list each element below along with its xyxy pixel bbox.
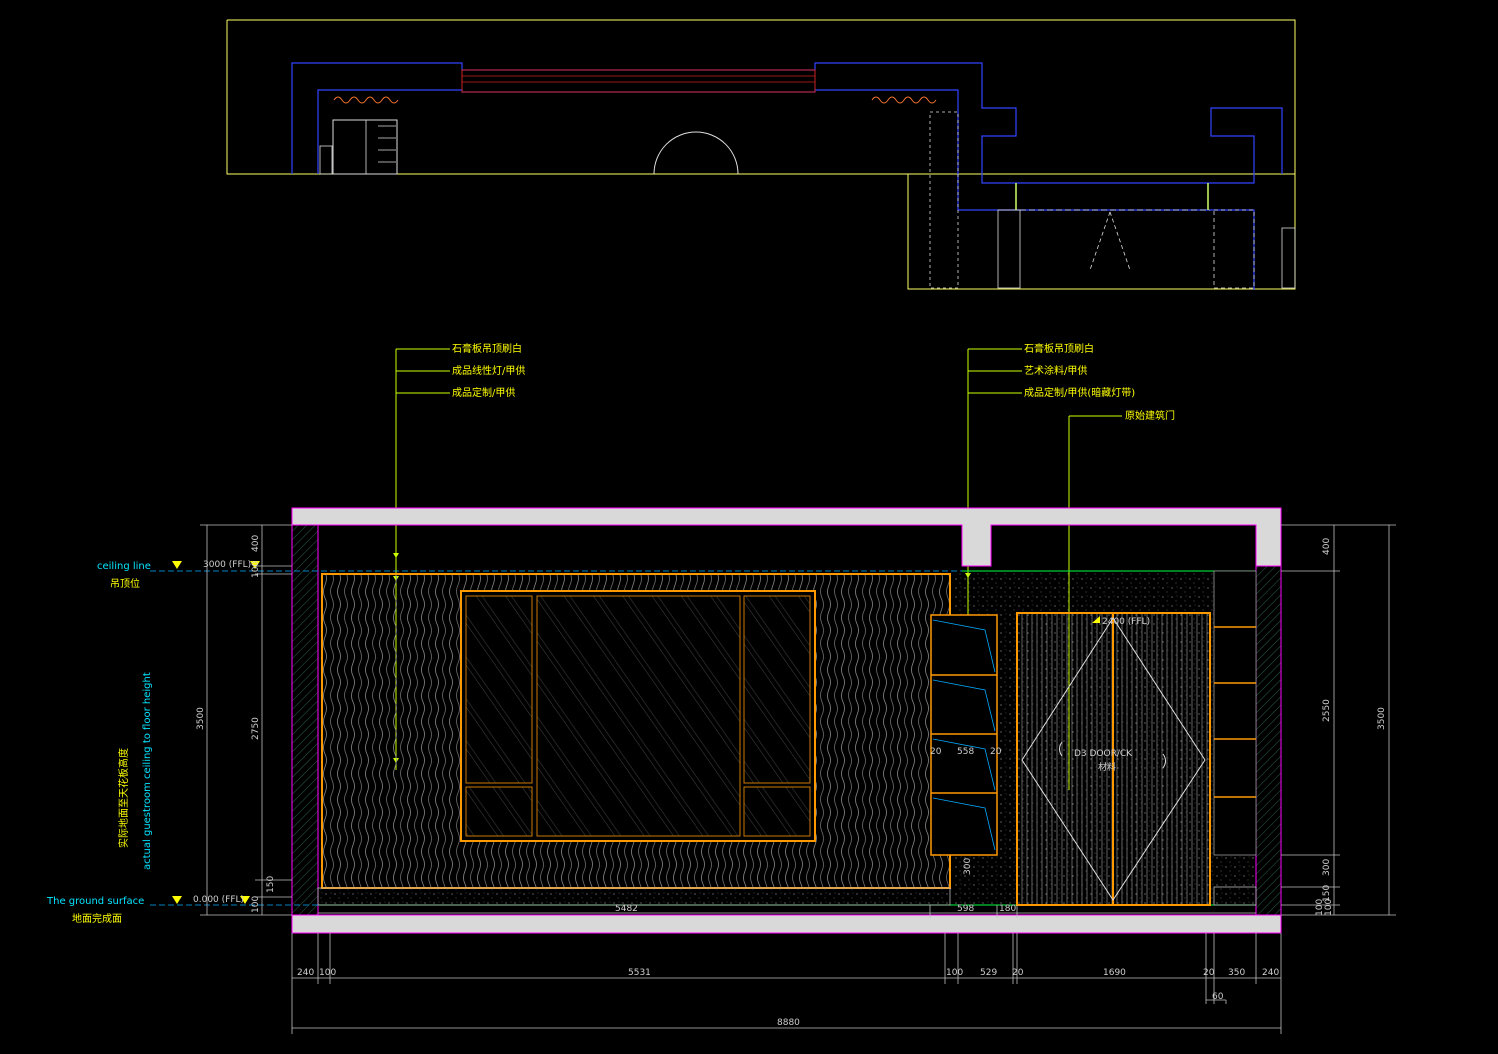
dim-bottom-240a: 240	[297, 968, 314, 978]
plan-wardrobe	[929, 111, 959, 289]
dimensions-left	[200, 524, 292, 916]
dim-left-mid: 2750	[251, 717, 261, 740]
plan-view	[226, 19, 1296, 290]
dim-bottom-20b: 20	[1203, 968, 1215, 978]
dim-left-base: 100	[251, 896, 261, 913]
elevation-view: 20 558 20 300 2400 (FFL) D3 DOOR/CK 材料	[291, 507, 1282, 934]
callout-right-4: 原始建筑门	[1125, 409, 1175, 422]
level-markers: ceiling line 吊顶位 3000 (FFL) The ground s…	[46, 560, 962, 925]
dim-bottom-350: 350	[1228, 968, 1245, 978]
plan-blue-wall-inner	[317, 89, 1255, 290]
dim-bottom-100a: 100	[319, 968, 336, 978]
dimensions-inner	[318, 905, 1256, 918]
dim-shelf-20a: 20	[930, 747, 942, 757]
plan-arc	[653, 131, 739, 175]
dim-inner-180: 180	[999, 904, 1016, 914]
dim-left-top: 400	[251, 535, 261, 552]
callout-right-2: 艺术涂料/甲供	[1024, 364, 1087, 377]
plan-curtain-left	[333, 96, 399, 104]
dim-bottom-20a: 20	[1012, 968, 1024, 978]
plan-curtain-right	[871, 96, 937, 104]
dim-right-base2: 100	[1324, 899, 1334, 916]
right-shelves	[1213, 570, 1257, 906]
plan-desk	[332, 119, 398, 175]
ceiling-triangle-right	[250, 561, 260, 569]
callout-left-3: 成品定制/甲供	[452, 386, 515, 399]
dim-left-total: 3500	[196, 707, 206, 730]
door: 2400 (FFL) D3 DOOR/CK 材料	[1016, 612, 1211, 906]
height-label-cn: 实际地面至天花板高度	[117, 748, 130, 848]
door-tag-code: D3 DOOR/CK	[1074, 749, 1133, 759]
dim-right-low2: 150	[1322, 885, 1332, 902]
dim-bottom-total: 8880	[777, 1018, 800, 1028]
dim-right-low: 300	[1322, 859, 1332, 876]
ceiling-slab	[291, 507, 1282, 567]
dim-right-mid: 2550	[1322, 699, 1332, 722]
callout-left-2: 成品线性灯/甲供	[452, 364, 525, 377]
dim-left-top2: 100	[251, 561, 261, 578]
dim-shelf-558: 558	[957, 747, 974, 757]
dim-shelf-300: 300	[963, 858, 973, 875]
dim-bottom-529: 529	[980, 968, 997, 978]
dim-shelf-20b: 20	[990, 747, 1002, 757]
dim-bottom-1690: 1690	[1103, 968, 1126, 978]
right-wall	[1255, 565, 1282, 916]
ground-surface-cn: 地面完成面	[72, 912, 122, 925]
ground-surface-label: The ground surface	[46, 896, 144, 907]
ground-triangle-right	[240, 896, 250, 904]
dim-bottom-240b: 240	[1262, 968, 1279, 978]
door-tag-cn: 材料	[1098, 761, 1116, 773]
door-level-mark: 2400 (FFL)	[1102, 617, 1150, 627]
callout-left-1: 石膏板吊顶刷白	[452, 342, 522, 355]
ceiling-triangle-left	[172, 561, 182, 569]
ceiling-line-label: ceiling line	[97, 561, 151, 572]
ground-triangle-left	[172, 896, 182, 904]
ground-mark-text: 0.000 (FFL)	[193, 895, 244, 905]
plan-outline	[226, 19, 1296, 290]
dim-bottom-60: 60	[1212, 992, 1224, 1002]
dim-left-low: 150	[266, 876, 276, 893]
dimensions-bottom	[291, 933, 1282, 1034]
plan-curtain-box	[461, 69, 816, 93]
left-wall	[291, 524, 319, 916]
callout-right-3: 成品定制/甲供(暗藏灯带)	[1024, 386, 1135, 399]
dim-inner-5482: 5482	[615, 904, 638, 914]
shelf-unit: 20 558 20 300	[930, 614, 1002, 875]
dim-bottom-5531: 5531	[628, 968, 651, 978]
dimensions-right	[1281, 524, 1396, 916]
dim-bottom-100b: 100	[946, 968, 963, 978]
floor-slab	[291, 914, 1282, 934]
dim-inner-598: 598	[957, 904, 974, 914]
ceiling-mark-text: 3000 (FFL)	[203, 560, 251, 570]
ceiling-line-cn: 吊顶位	[110, 577, 140, 590]
height-label-en: actual guestroom ceiling to floor height	[142, 672, 153, 870]
window-frame	[460, 590, 816, 842]
dim-right-total: 3500	[1377, 707, 1387, 730]
dim-right-base: 100	[1315, 899, 1325, 916]
dim-right-top: 400	[1322, 538, 1332, 555]
callout-right-1: 石膏板吊顶刷白	[1024, 342, 1094, 355]
plan-blue-wall-left	[291, 62, 1283, 184]
